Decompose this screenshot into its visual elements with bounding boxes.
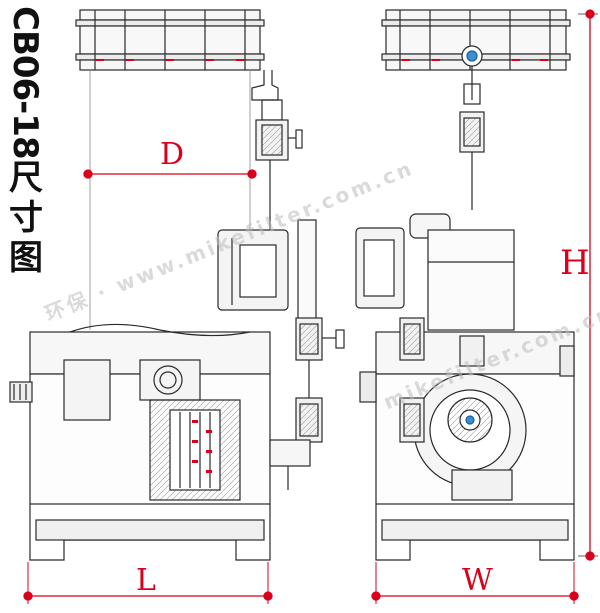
- side-pump-motor: [355, 213, 515, 331]
- front-tank: [63, 323, 251, 421]
- front-outlet-valve: [251, 70, 303, 230]
- side-outlet-pipe: [459, 66, 485, 210]
- front-view: [9, 9, 345, 561]
- model-number: CB06-18: [5, 6, 45, 159]
- dimension-d-label: D: [160, 137, 185, 172]
- side-filter-top: [381, 9, 571, 71]
- side-view: [355, 9, 575, 561]
- front-piping: [269, 317, 345, 490]
- dimension-l-label: L: [136, 563, 156, 598]
- dimension-w: [371, 562, 579, 604]
- title-suffix-text: 尺寸图: [9, 158, 43, 278]
- dimension-h: [578, 9, 598, 561]
- dimension-w-label: W: [462, 563, 493, 598]
- dimension-h-label: H: [560, 243, 590, 283]
- dimension-d: [83, 169, 257, 179]
- drawing-title-suffix: 尺寸图: [6, 158, 46, 278]
- dimension-l: [23, 562, 273, 604]
- side-pump-volute: [399, 317, 527, 501]
- front-strainer: [149, 399, 241, 501]
- dimension-lines: [23, 9, 598, 604]
- front-filter-top: [75, 9, 265, 71]
